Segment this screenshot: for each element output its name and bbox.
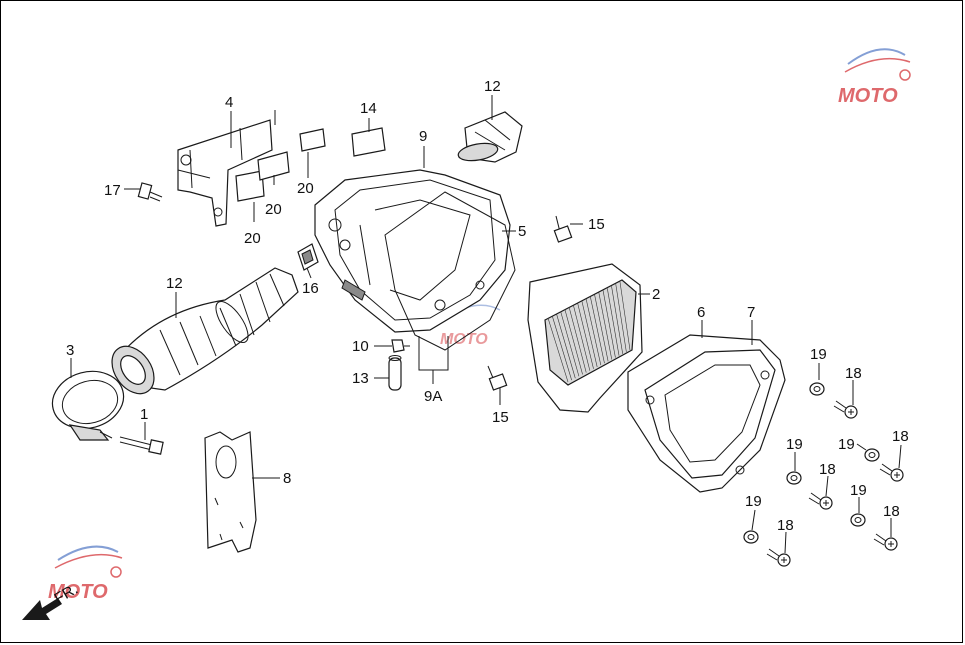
part-19-washer-c xyxy=(786,471,802,485)
part-20-pad-b xyxy=(257,151,290,181)
part-14-pad xyxy=(351,127,386,157)
part-20-pad-c xyxy=(299,128,326,152)
watermark-logo-bottom-left: MOTO xyxy=(48,545,123,603)
part-3-clamp xyxy=(51,370,125,441)
part-18-screw-e xyxy=(766,548,791,567)
part-18-screw-a xyxy=(833,400,858,419)
part-5-gasket xyxy=(384,191,516,351)
svg-text:MOTO: MOTO xyxy=(838,85,898,107)
callout-19-e: 19 xyxy=(745,493,762,510)
filter-mesh-line xyxy=(556,313,576,379)
callout-3: 3 xyxy=(66,342,74,359)
callout-20-b: 20 xyxy=(265,201,282,218)
callout-18-b: 18 xyxy=(892,428,909,445)
filter-mesh-line xyxy=(547,317,569,383)
callout-9a: 9A xyxy=(424,388,442,405)
filter-mesh-line xyxy=(594,294,609,362)
part-13-tube xyxy=(388,355,402,391)
filter-mesh-line xyxy=(573,305,591,371)
callout-17: 17 xyxy=(104,182,121,199)
part-19-washer-b xyxy=(864,448,880,462)
part-19-washer-d xyxy=(850,513,866,527)
callout-18-d: 18 xyxy=(883,503,900,520)
filter-mesh-line xyxy=(568,307,587,373)
part-18-screw-d xyxy=(873,533,898,551)
part-15-bolt-upper xyxy=(553,215,573,243)
part-7-cover-inner xyxy=(644,349,776,479)
part-9-airbox xyxy=(314,169,511,333)
part-17-bolt xyxy=(137,182,163,202)
filter-mesh-line xyxy=(598,292,613,360)
watermark-logo-top-right: MOTO xyxy=(838,48,911,107)
callout-18-e: 18 xyxy=(777,517,794,534)
filter-mesh-line xyxy=(611,286,624,354)
svg-text:MOTO: MOTO xyxy=(440,331,488,348)
callout-4: 4 xyxy=(225,94,233,111)
svg-text:MOTO: MOTO xyxy=(48,581,108,603)
callout-labels: 4 17 20 20 20 14 12 9 5 15 16 12 3 1 8 1… xyxy=(66,78,909,534)
callout-14: 14 xyxy=(360,100,377,117)
part-20-pad-a xyxy=(235,170,265,202)
part-16-clip xyxy=(297,243,319,271)
leader-lines xyxy=(70,95,902,554)
part-19-washer-e xyxy=(743,530,759,544)
callout-12-top: 12 xyxy=(484,78,501,95)
callout-8: 8 xyxy=(283,470,291,487)
callout-18-c: 18 xyxy=(819,461,836,478)
callout-9: 9 xyxy=(419,128,427,145)
callout-10: 10 xyxy=(352,338,369,355)
part-10-clip xyxy=(391,339,410,353)
filter-mesh xyxy=(547,281,631,383)
callout-19-c: 19 xyxy=(838,436,855,453)
callout-15-lower: 15 xyxy=(492,409,509,426)
callout-15-upper: 15 xyxy=(588,216,605,233)
part-19-washer-a xyxy=(809,382,825,396)
part-12-duct-top xyxy=(457,111,523,163)
filter-mesh-line xyxy=(551,315,572,381)
callout-5: 5 xyxy=(518,223,526,240)
callout-18-a: 18 xyxy=(845,365,862,382)
part-8-plate xyxy=(204,431,257,553)
callout-16: 16 xyxy=(302,280,319,297)
part-12-intake-hose xyxy=(111,267,299,395)
part-15-bolt-lower xyxy=(487,365,508,391)
filter-mesh-line xyxy=(615,284,627,352)
part-1-bolt xyxy=(119,436,164,455)
callout-1: 1 xyxy=(140,406,148,423)
part-18-screw-b xyxy=(879,463,904,482)
callout-19-d: 19 xyxy=(850,482,867,499)
callout-20-a: 20 xyxy=(244,230,261,247)
callout-7: 7 xyxy=(747,304,755,321)
filter-mesh-line xyxy=(581,300,598,368)
callout-13: 13 xyxy=(352,370,369,387)
filter-mesh-line xyxy=(585,298,602,366)
filter-mesh-line xyxy=(577,303,594,369)
filter-mesh-line xyxy=(560,311,580,377)
part-4-bracket xyxy=(177,110,276,227)
part-18-screw-c xyxy=(808,492,833,510)
filter-mesh-line xyxy=(602,290,616,358)
callout-19-a: 19 xyxy=(810,346,827,363)
callout-20-c: 20 xyxy=(297,180,314,197)
callout-6: 6 xyxy=(697,304,705,321)
callout-19-b: 19 xyxy=(786,436,803,453)
filter-mesh-line xyxy=(606,288,620,356)
callout-12-left: 12 xyxy=(166,275,183,292)
filter-mesh-line xyxy=(619,281,631,351)
filter-mesh-line xyxy=(564,309,583,375)
part-2-filter xyxy=(527,263,643,413)
filter-mesh-line xyxy=(590,296,605,364)
callout-2: 2 xyxy=(652,286,660,303)
